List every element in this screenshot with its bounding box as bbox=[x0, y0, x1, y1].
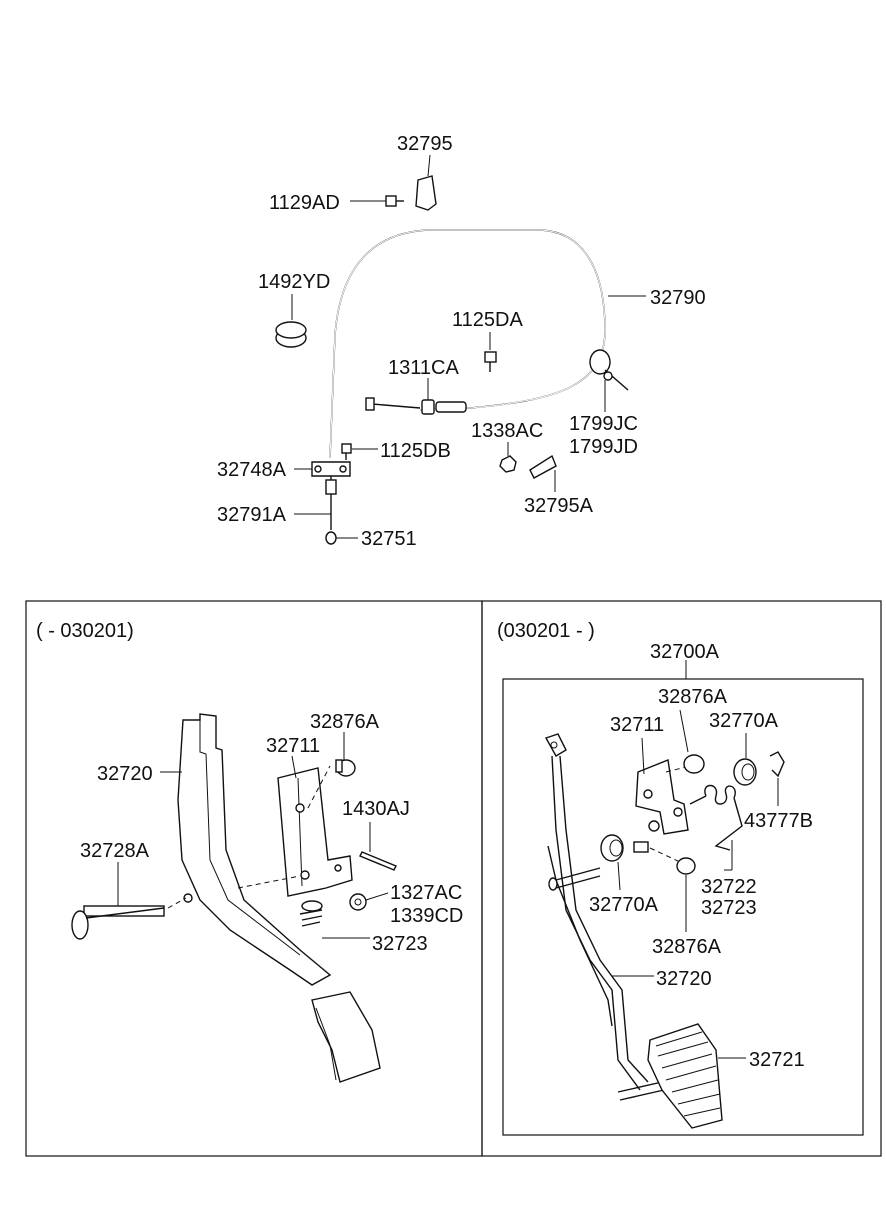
assembly-box bbox=[502, 678, 864, 1136]
part-label: 1338AC bbox=[471, 420, 543, 442]
part-label: 32720 bbox=[656, 968, 712, 990]
pedal-pad bbox=[647, 1023, 723, 1129]
nut-icon bbox=[349, 893, 367, 911]
period-label: ( - 030201) bbox=[36, 620, 134, 642]
bolt-icon bbox=[484, 351, 497, 372]
part-label: 32721 bbox=[749, 1049, 805, 1071]
part-label: 32748A bbox=[217, 459, 287, 481]
stopper-bumper bbox=[335, 759, 356, 777]
part-label: 1125DB bbox=[380, 440, 451, 462]
part-label: 1125DA bbox=[452, 309, 523, 331]
pedal-arm bbox=[177, 713, 332, 986]
cotter-pin bbox=[359, 851, 397, 871]
part-label: 1799JD bbox=[569, 436, 638, 458]
part-label: 32751 bbox=[361, 528, 417, 550]
bracket-clip bbox=[529, 454, 557, 479]
part-label: 1430AJ bbox=[342, 798, 410, 820]
part-label: 1327AC bbox=[390, 882, 462, 904]
torsion-spring bbox=[689, 784, 743, 851]
cable-grommet bbox=[589, 349, 611, 375]
part-label: 32770A bbox=[709, 710, 779, 732]
pedal-bracket bbox=[277, 767, 353, 897]
bushing bbox=[733, 758, 757, 786]
part-label: 32711 bbox=[266, 735, 320, 757]
rubber-plug bbox=[275, 321, 307, 348]
cable-clip-bracket bbox=[415, 175, 437, 211]
part-label: 32791A bbox=[217, 504, 287, 526]
part-label: 32723 bbox=[701, 897, 757, 919]
part-label: 1339CD bbox=[390, 905, 463, 927]
part-label: 32876A bbox=[310, 711, 380, 733]
nut-icon bbox=[499, 455, 517, 473]
part-label: 32876A bbox=[652, 936, 722, 958]
part-label: 32722 bbox=[701, 876, 757, 898]
stopper-bumper bbox=[676, 857, 696, 875]
part-label: 32700A bbox=[650, 641, 720, 663]
pedal-arm bbox=[544, 733, 665, 1101]
cable-end-fitting bbox=[325, 531, 337, 545]
part-label: 32876A bbox=[658, 686, 728, 708]
period-label: (030201 - ) bbox=[497, 620, 595, 642]
part-label: 32728A bbox=[80, 840, 150, 862]
upper-cable-assembly: 32795 1129AD 1492YD 32790 1125DA 1311CA … bbox=[217, 133, 706, 550]
pivot-pin bbox=[71, 905, 165, 940]
part-label: 32770A bbox=[589, 894, 659, 916]
stopper-bumper bbox=[683, 754, 705, 774]
accelerator-cable bbox=[329, 229, 606, 459]
part-label: 1311CA bbox=[388, 357, 459, 379]
part-label: 32711 bbox=[610, 714, 664, 736]
part-label: 1492YD bbox=[258, 271, 330, 293]
part-label: 32790 bbox=[650, 287, 706, 309]
part-label: 32795 bbox=[397, 133, 453, 155]
part-label: 43777B bbox=[744, 810, 813, 832]
variant-frame-left bbox=[25, 600, 483, 1157]
return-spring bbox=[299, 900, 323, 927]
part-label: 32723 bbox=[372, 933, 428, 955]
right-panel: (030201 - ) 32700A bbox=[497, 620, 864, 1136]
bolt-icon bbox=[341, 443, 352, 460]
cable-ferrule bbox=[421, 399, 435, 415]
bushing bbox=[600, 834, 649, 862]
bolt-icon bbox=[385, 195, 404, 207]
variant-frame-right bbox=[481, 600, 882, 1157]
part-label: 1799JC bbox=[569, 413, 638, 435]
left-panel: ( - 030201) bbox=[36, 620, 463, 1083]
part-label: 32720 bbox=[97, 763, 153, 785]
part-label: 32795A bbox=[524, 495, 594, 517]
pedal-pad bbox=[311, 991, 381, 1083]
part-label: 1129AD bbox=[269, 192, 340, 214]
retaining-clip bbox=[769, 751, 785, 778]
cable-mount-plate bbox=[311, 461, 351, 477]
